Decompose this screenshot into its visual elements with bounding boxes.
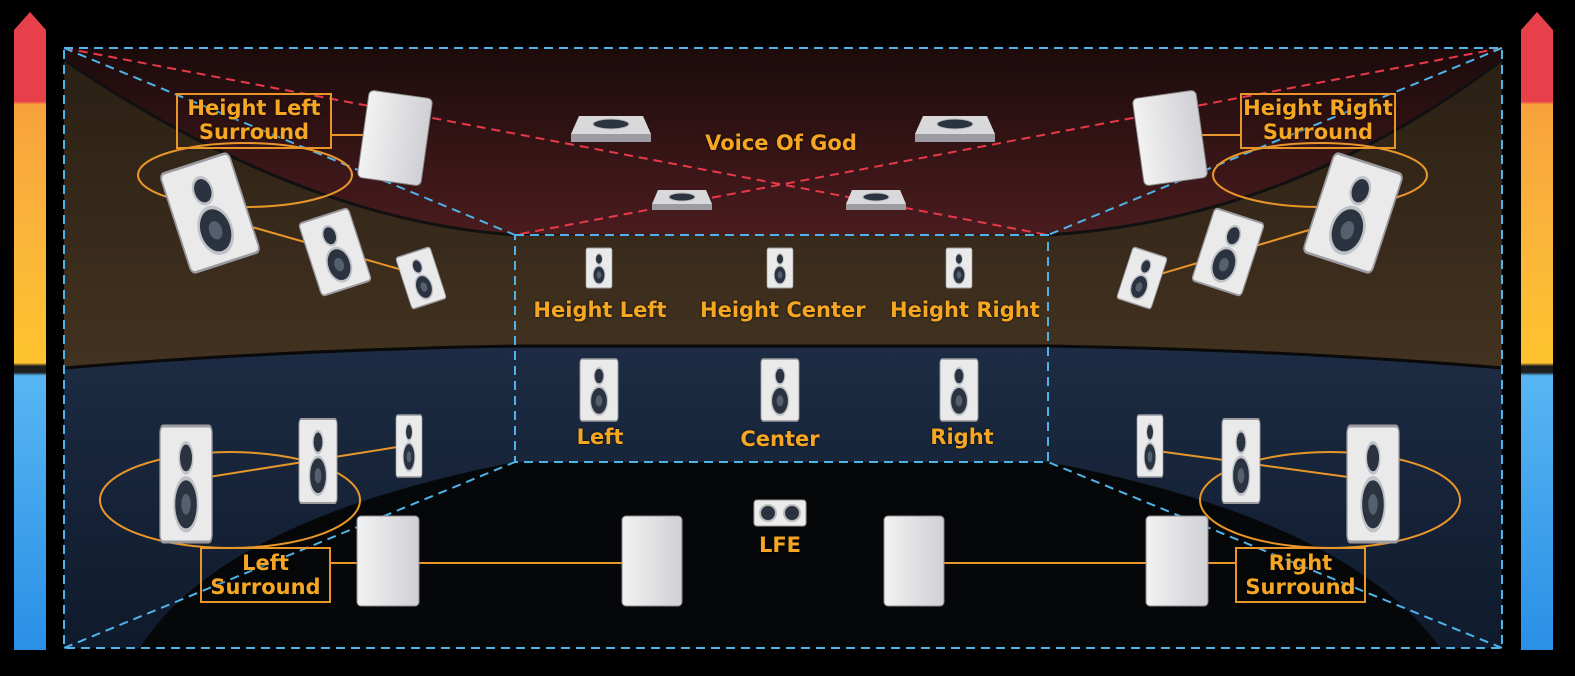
height-right-label: Height Right: [890, 298, 1040, 322]
left-surround-box: [200, 547, 331, 603]
floor-area: [140, 462, 1440, 648]
height-right-surround-box: [1240, 93, 1396, 149]
floor-cabinets: [356, 515, 1209, 607]
overhead-cabinet-right: [1132, 90, 1208, 186]
left-label: Left: [576, 425, 624, 449]
voice-of-god-label: Voice Of God: [705, 131, 857, 155]
right-surround-line2: Surround: [1245, 575, 1356, 599]
height-left-surround-line1: Height Left: [187, 96, 321, 120]
height-right-surround-line2: Surround: [1262, 120, 1374, 144]
blue-dashed-lines: [63, 47, 1503, 649]
right-surround-label: Right Surround: [1235, 551, 1366, 599]
height-right-surround-label: Height Right Surround: [1240, 96, 1396, 144]
lfe-label: LFE: [758, 533, 802, 557]
left-surround-line2: Surround: [210, 575, 321, 599]
right-surround-line1: Right: [1268, 551, 1333, 575]
red-dashed-lines: [63, 47, 1503, 236]
height-left-label: Height Left: [533, 298, 667, 322]
left-level-bar: [14, 12, 46, 650]
overhead-cabinet-left: [357, 90, 433, 186]
voice-of-god-speakers: [571, 116, 995, 210]
height-left-surround-box: [176, 93, 332, 149]
height-right-surround-line1: Height Right: [1243, 96, 1393, 120]
height-center-label: Height Center: [700, 298, 866, 322]
height-left-surround-line2: Surround: [198, 120, 310, 144]
left-surround-line1: Left: [242, 551, 289, 575]
ceiling-layer: [64, 48, 1502, 235]
height-left-surround-label: Height Left Surround: [176, 96, 332, 144]
right-surround-box: [1235, 547, 1366, 603]
center-label: Center: [740, 427, 820, 451]
right-label: Right: [930, 425, 994, 449]
right-level-bar: [1521, 12, 1553, 650]
lfe-speaker: [753, 499, 807, 527]
left-surround-label: Left Surround: [200, 551, 331, 599]
